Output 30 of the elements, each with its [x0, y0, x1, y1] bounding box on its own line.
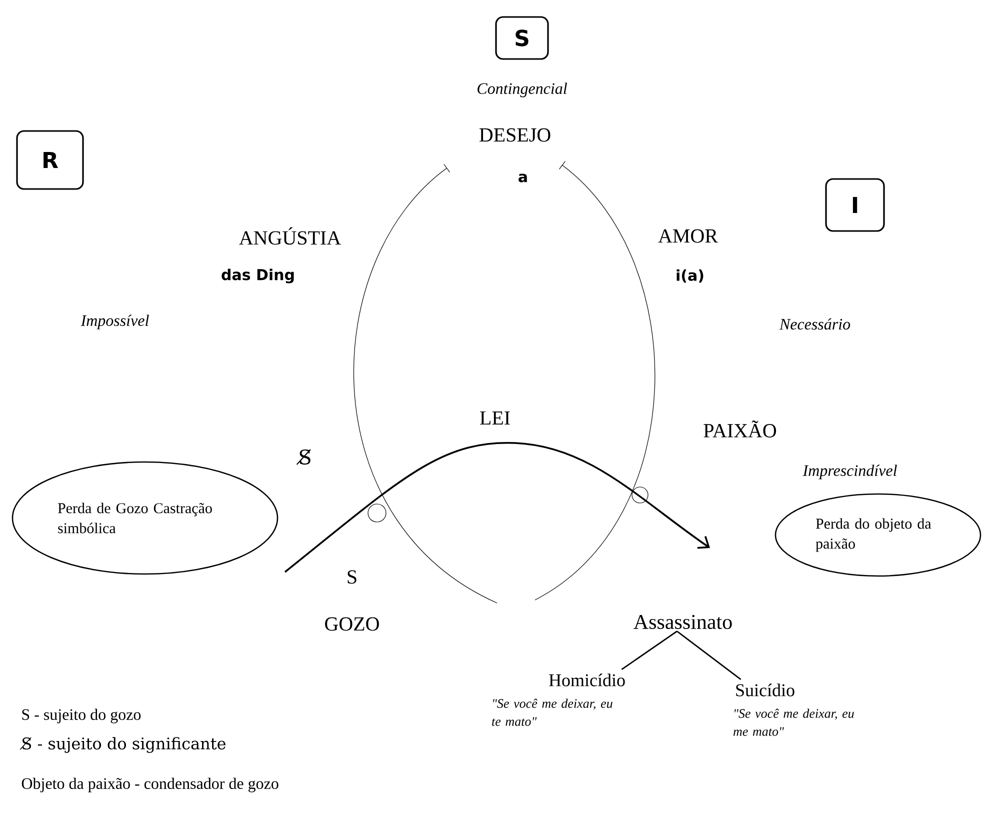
letter-box: I: [825, 178, 885, 232]
term-text: AMOR: [658, 229, 718, 243]
term-text: Homicídio: [549, 674, 625, 686]
legend-note: S - sujeito do gozo: [22, 708, 141, 724]
modality-text: Contingencial: [478, 82, 567, 98]
ellipse-node: Perda do objeto da paixão: [774, 493, 982, 577]
letter-box: S: [495, 16, 549, 60]
term-text: ANGÚSTIA: [239, 227, 341, 245]
quote-text: "Se você me deixar, eu te mato": [492, 698, 612, 726]
term-text: DESEJO: [479, 128, 550, 142]
quote-text: "Se você me deixar, eu me mato": [733, 708, 854, 736]
term-text: GOZO: [325, 617, 379, 631]
symbol-text: a: [518, 174, 527, 182]
ellipse-node: Perda de Gozo Castração simbólica: [12, 461, 278, 575]
symbol-text: das Ding: [222, 268, 294, 284]
legend-note: Objeto da paixão - condensador de gozo: [22, 778, 278, 792]
branch-line: [676, 630, 742, 680]
term-text: Assassinato: [634, 614, 732, 630]
letter-box: R: [16, 130, 84, 190]
term-text: S: [348, 570, 356, 584]
term-text: Suicídio: [736, 684, 794, 696]
symbol-text: i(a): [676, 269, 704, 283]
modality-text: Impossível: [80, 314, 149, 330]
legend-note: S̸ - sujeito do significante: [20, 737, 226, 753]
term-text: PAIXÃO: [704, 420, 776, 438]
term-text: S̸: [296, 449, 311, 465]
modality-text: Imprescindível: [802, 464, 897, 480]
branch-line: [621, 630, 678, 670]
modality-text: Necessário: [779, 318, 850, 330]
term-text: LEI: [480, 411, 510, 425]
